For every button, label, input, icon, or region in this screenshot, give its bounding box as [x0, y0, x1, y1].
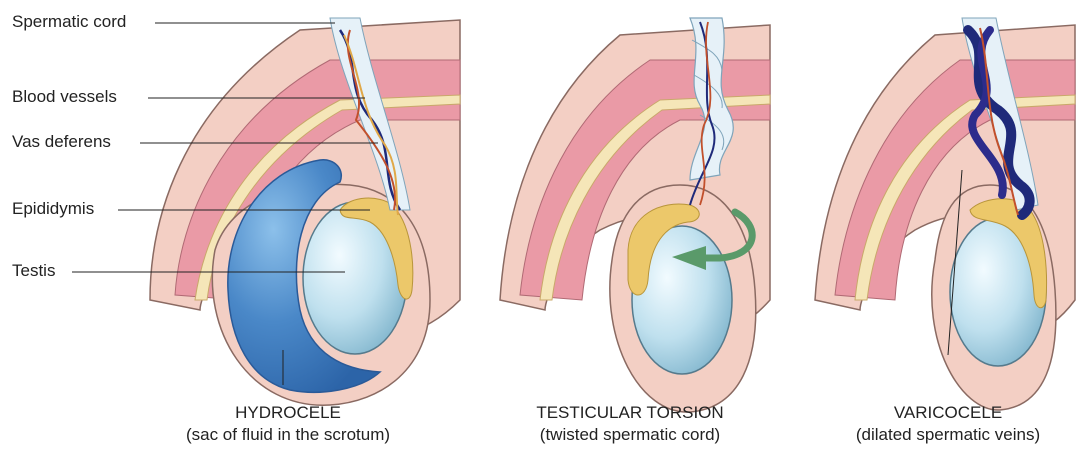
- caption-hydrocele: HYDROCELE (sac of fluid in the scrotum): [148, 402, 428, 446]
- caption-title: VARICOCELE: [828, 402, 1068, 424]
- panel-torsion: [500, 18, 770, 412]
- caption-subtitle: (dilated spermatic veins): [828, 424, 1068, 446]
- caption-varicocele: VARICOCELE (dilated spermatic veins): [828, 402, 1068, 446]
- caption-title: HYDROCELE: [148, 402, 428, 424]
- label-vas-deferens: Vas deferens: [12, 132, 111, 152]
- label-blood-vessels: Blood vessels: [12, 87, 117, 107]
- label-spermatic-cord: Spermatic cord: [12, 12, 126, 32]
- panel-varicocele: [815, 18, 1075, 410]
- caption-subtitle: (twisted spermatic cord): [500, 424, 760, 446]
- panel-hydrocele: [150, 18, 460, 405]
- label-testis: Testis: [12, 261, 55, 281]
- caption-title: TESTICULAR TORSION: [500, 402, 760, 424]
- caption-torsion: TESTICULAR TORSION (twisted spermatic co…: [500, 402, 760, 446]
- caption-subtitle: (sac of fluid in the scrotum): [148, 424, 428, 446]
- label-epididymis: Epididymis: [12, 199, 94, 219]
